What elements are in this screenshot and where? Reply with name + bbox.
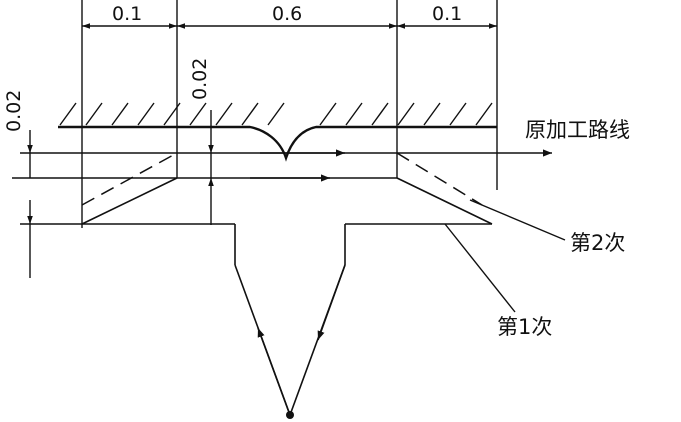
dim-top-left: 0.1	[112, 3, 142, 25]
workpiece-surface	[58, 125, 497, 162]
dim-top-right: 0.1	[432, 3, 462, 25]
dim-top-center: 0.6	[272, 3, 302, 25]
start-point	[286, 411, 294, 419]
leader-lines	[444, 199, 566, 313]
extension-lines	[12, 0, 498, 228]
label-pass-1: 第1次	[497, 315, 552, 339]
label-pass-2: 第2次	[570, 231, 625, 255]
dim-vertical-left: 0.02	[3, 90, 25, 132]
surface-hatching	[59, 102, 493, 126]
pass-2-path	[81, 152, 483, 206]
dim-vertical-center: 0.02	[189, 58, 211, 100]
pass-1-path	[81, 174, 493, 416]
label-original-path: 原加工路线	[525, 118, 630, 142]
